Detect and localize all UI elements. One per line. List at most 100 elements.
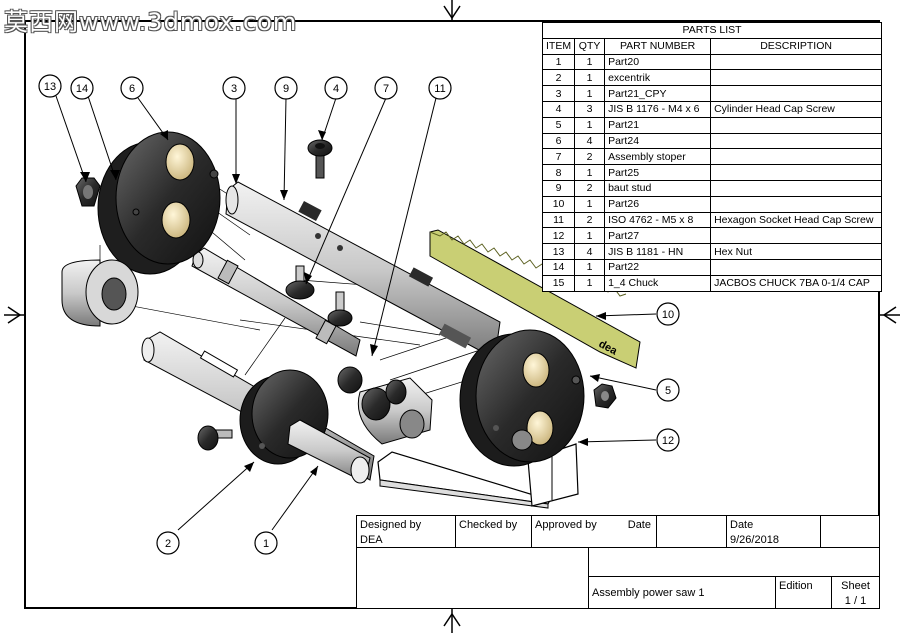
left-disc — [97, 131, 221, 275]
stoper-block — [357, 377, 433, 445]
cap-screw-stoper-1 — [285, 265, 315, 300]
approved-by-text: Approved by — [535, 519, 597, 531]
balloon-label: 1 — [263, 538, 269, 550]
parts-cell-qty: 1 — [574, 274, 606, 292]
parts-cell-item: 13 — [541, 243, 576, 260]
sheet-label: Sheet — [841, 580, 870, 592]
balloon-14: 14 — [70, 76, 94, 100]
parts-cell-part-number: excentrik — [604, 69, 712, 87]
parts-cell-qty: 1 — [574, 69, 606, 87]
balloon-label: 11 — [434, 83, 445, 95]
balloon-12: 12 — [656, 428, 680, 452]
blank-cell-3 — [588, 547, 880, 577]
socket-screw-2 — [385, 379, 407, 405]
date-cell: Date 9/26/2018 — [726, 515, 821, 548]
header-description: DESCRIPTION — [710, 37, 883, 55]
parts-cell-qty: 2 — [574, 148, 606, 166]
approved-date-label: Date — [627, 519, 651, 531]
parts-cell-item: 7 — [541, 148, 576, 166]
border-marker-left — [4, 306, 24, 324]
parts-cell-item: 3 — [541, 85, 576, 102]
designed-by-label: Designed by — [360, 519, 422, 531]
watermark: 莫西网www.3dmox.com — [4, 8, 298, 36]
parts-cell-description: JACBOS CHUCK 7BA 0-1/4 CAP — [710, 274, 883, 292]
parts-cell-description — [710, 132, 883, 150]
cap-screw-eccentric — [197, 425, 233, 451]
parts-cell-part-number: Part21 — [604, 116, 712, 134]
parts-cell-qty: 4 — [574, 243, 606, 260]
balloon-label: 2 — [165, 538, 171, 550]
hex-nut-right — [593, 383, 617, 409]
parts-cell-item: 5 — [541, 116, 576, 134]
border-marker-right — [880, 306, 900, 324]
balloon-label: 14 — [76, 83, 88, 95]
parts-cell-part-number: Part20 — [604, 53, 712, 71]
balloon-2: 2 — [156, 531, 180, 555]
drawing-title: Assembly power saw 1 — [592, 587, 705, 599]
sheet-cell: Sheet 1 / 1 — [831, 576, 880, 609]
parts-list-title: PARTS LIST — [541, 22, 883, 39]
parts-cell-part-number: ISO 4762 - M5 x 8 — [604, 211, 712, 229]
parts-cell-qty: 4 — [574, 132, 606, 150]
parts-list-table: PARTS LIST ITEM QTY PART NUMBER DESCRIPT… — [541, 22, 883, 292]
parts-cell-qty: 1 — [574, 85, 606, 102]
balloon-label: 7 — [383, 83, 389, 95]
checked-by-label: Checked by — [459, 519, 518, 531]
parts-cell-part-number: baut stud — [604, 179, 712, 197]
parts-cell-description — [710, 116, 883, 134]
cap-screw-vertical — [307, 139, 333, 179]
parts-cell-part-number: Part21_CPY — [604, 85, 712, 102]
parts-cell-part-number: Part26 — [604, 195, 712, 213]
parts-cell-qty: 1 — [574, 116, 606, 134]
parts-cell-part-number: JIS B 1176 - M4 x 6 — [604, 100, 712, 118]
parts-cell-description — [710, 69, 883, 87]
balloon-13: 13 — [38, 74, 62, 98]
approved-by-label: Approved by Date — [535, 518, 653, 533]
date-value: 9/26/2018 — [730, 534, 779, 546]
balloon-7: 7 — [374, 76, 398, 100]
hex-nut-left — [75, 177, 101, 207]
logo-area-cell — [356, 547, 589, 609]
bushing-spacer — [61, 259, 139, 327]
parts-cell-item: 11 — [541, 211, 576, 229]
parts-cell-description: Hex Nut — [710, 243, 883, 260]
balloon-4: 4 — [324, 76, 348, 100]
stud-bolt — [191, 247, 361, 357]
leader-arrowheads — [80, 130, 606, 476]
right-disc — [459, 329, 585, 467]
parts-cell-item: 8 — [541, 164, 576, 181]
balloon-label: 3 — [231, 83, 237, 95]
date-label: Date — [730, 519, 754, 531]
parts-cell-description — [710, 85, 883, 102]
parts-cell-description — [710, 195, 883, 213]
parts-cell-qty: 1 — [574, 53, 606, 71]
parts-cell-item: 4 — [541, 100, 576, 118]
parts-cell-item: 2 — [541, 69, 576, 87]
edition-cell: Edition — [775, 576, 832, 609]
parts-cell-item: 15 — [541, 274, 576, 292]
parts-cell-description: Cylinder Head Cap Screw — [710, 100, 883, 118]
header-qty: QTY — [574, 37, 606, 55]
parts-cell-description: Hexagon Socket Head Cap Screw — [710, 211, 883, 229]
blank-cell-2 — [820, 515, 880, 548]
parts-cell-item: 14 — [541, 258, 576, 276]
parts-cell-item: 1 — [541, 53, 576, 71]
parts-cell-qty: 2 — [574, 179, 606, 197]
parts-cell-part-number: Assembly stoper — [604, 148, 712, 166]
balloon-label: 9 — [283, 83, 289, 95]
parts-cell-description — [710, 227, 883, 245]
header-part-number: PART NUMBER — [604, 37, 712, 55]
balloon-5: 5 — [656, 378, 680, 402]
parts-cell-part-number: Part24 — [604, 132, 712, 150]
